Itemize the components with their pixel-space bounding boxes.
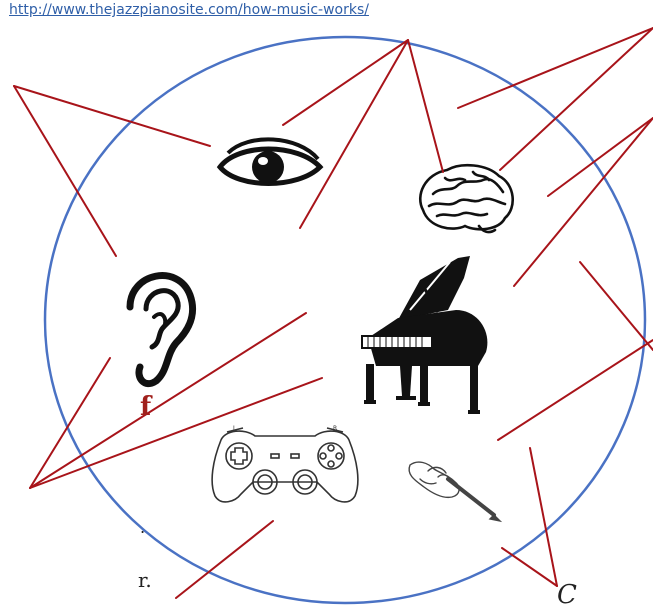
- connector-line: [548, 118, 653, 196]
- hand-writing-icon: [409, 462, 500, 521]
- connector-line: [502, 548, 557, 586]
- central-circle: [45, 37, 645, 603]
- connector-line: [500, 28, 653, 170]
- connector-line: [530, 448, 557, 586]
- connector-line: [283, 40, 408, 125]
- svg-text:R: R: [333, 425, 337, 432]
- eye-icon: [220, 139, 320, 183]
- connector-line: [300, 40, 408, 228]
- connector-line: [514, 118, 653, 286]
- connector-line: [458, 28, 653, 108]
- connector-line: [176, 521, 273, 598]
- connector-line: [14, 86, 210, 146]
- text-fragment-f: f: [140, 392, 151, 422]
- text-fragment-dot: .: [140, 518, 145, 537]
- connector-line: [408, 40, 443, 172]
- connector-line: [498, 340, 653, 440]
- connector-lines: [14, 28, 653, 598]
- ear-icon: [130, 276, 193, 384]
- text-fragment-r: r.: [138, 568, 152, 592]
- grand-piano-icon: [362, 256, 487, 414]
- text-fragment-c: C: [557, 580, 577, 606]
- brain-icon: [420, 165, 512, 232]
- game-controller-icon: L R: [212, 425, 358, 502]
- connector-line: [30, 358, 110, 488]
